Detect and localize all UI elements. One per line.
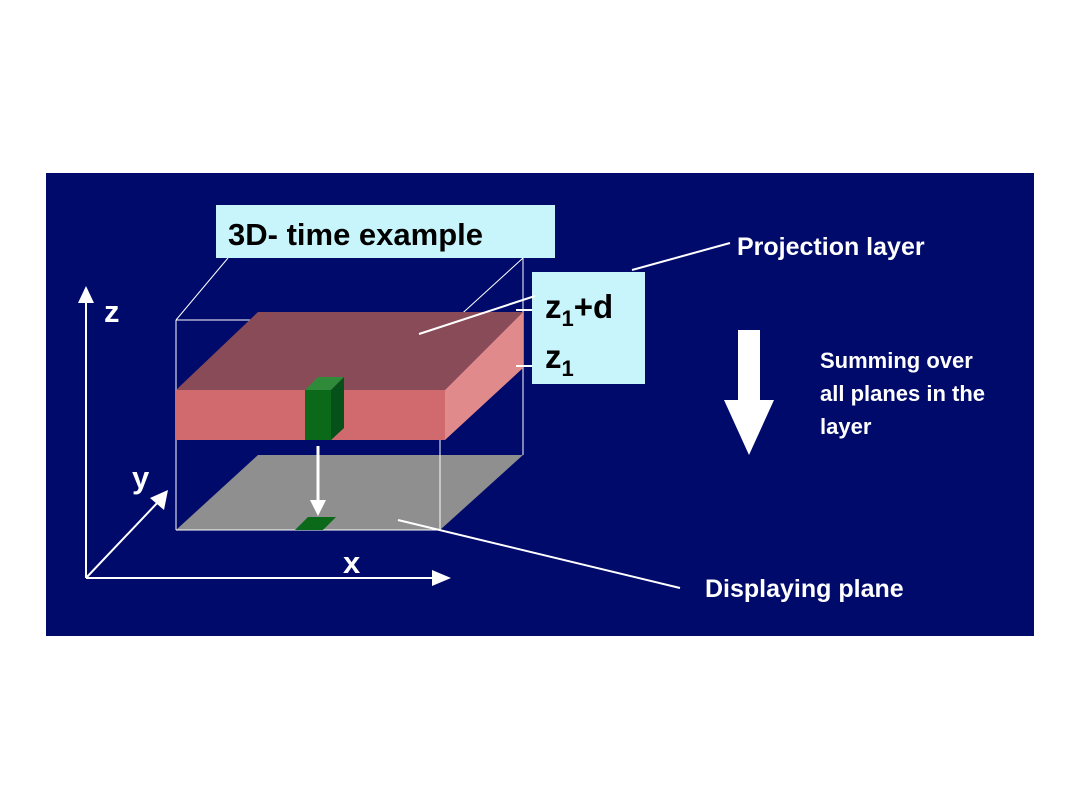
leader-lines xyxy=(397,242,731,589)
y-axis-label: y xyxy=(132,460,150,495)
x-axis-label: x xyxy=(343,545,361,580)
title: 3D- time example xyxy=(228,217,483,252)
projected-pixel xyxy=(295,517,336,530)
layer-label-box xyxy=(532,272,645,384)
summing-text-line2: all planes in the xyxy=(820,381,985,406)
projection-layer-top xyxy=(176,312,523,390)
summing-text-line3: layer xyxy=(820,414,872,439)
title-box xyxy=(216,205,555,258)
projection-layer-label: Projection layer xyxy=(737,233,925,261)
projection-layer-side xyxy=(445,312,523,440)
summing-arrow xyxy=(724,330,774,455)
layer-top-label: z1+d xyxy=(545,288,613,331)
axes xyxy=(78,286,451,586)
displaying-plane xyxy=(176,455,523,530)
displaying-plane-label: Displaying plane xyxy=(705,575,904,603)
layer-bottom-label: z1 xyxy=(545,338,574,381)
summing-text-line1: Summing over xyxy=(820,348,973,373)
voxel-column xyxy=(305,390,331,440)
z-axis-label: z xyxy=(104,294,120,329)
